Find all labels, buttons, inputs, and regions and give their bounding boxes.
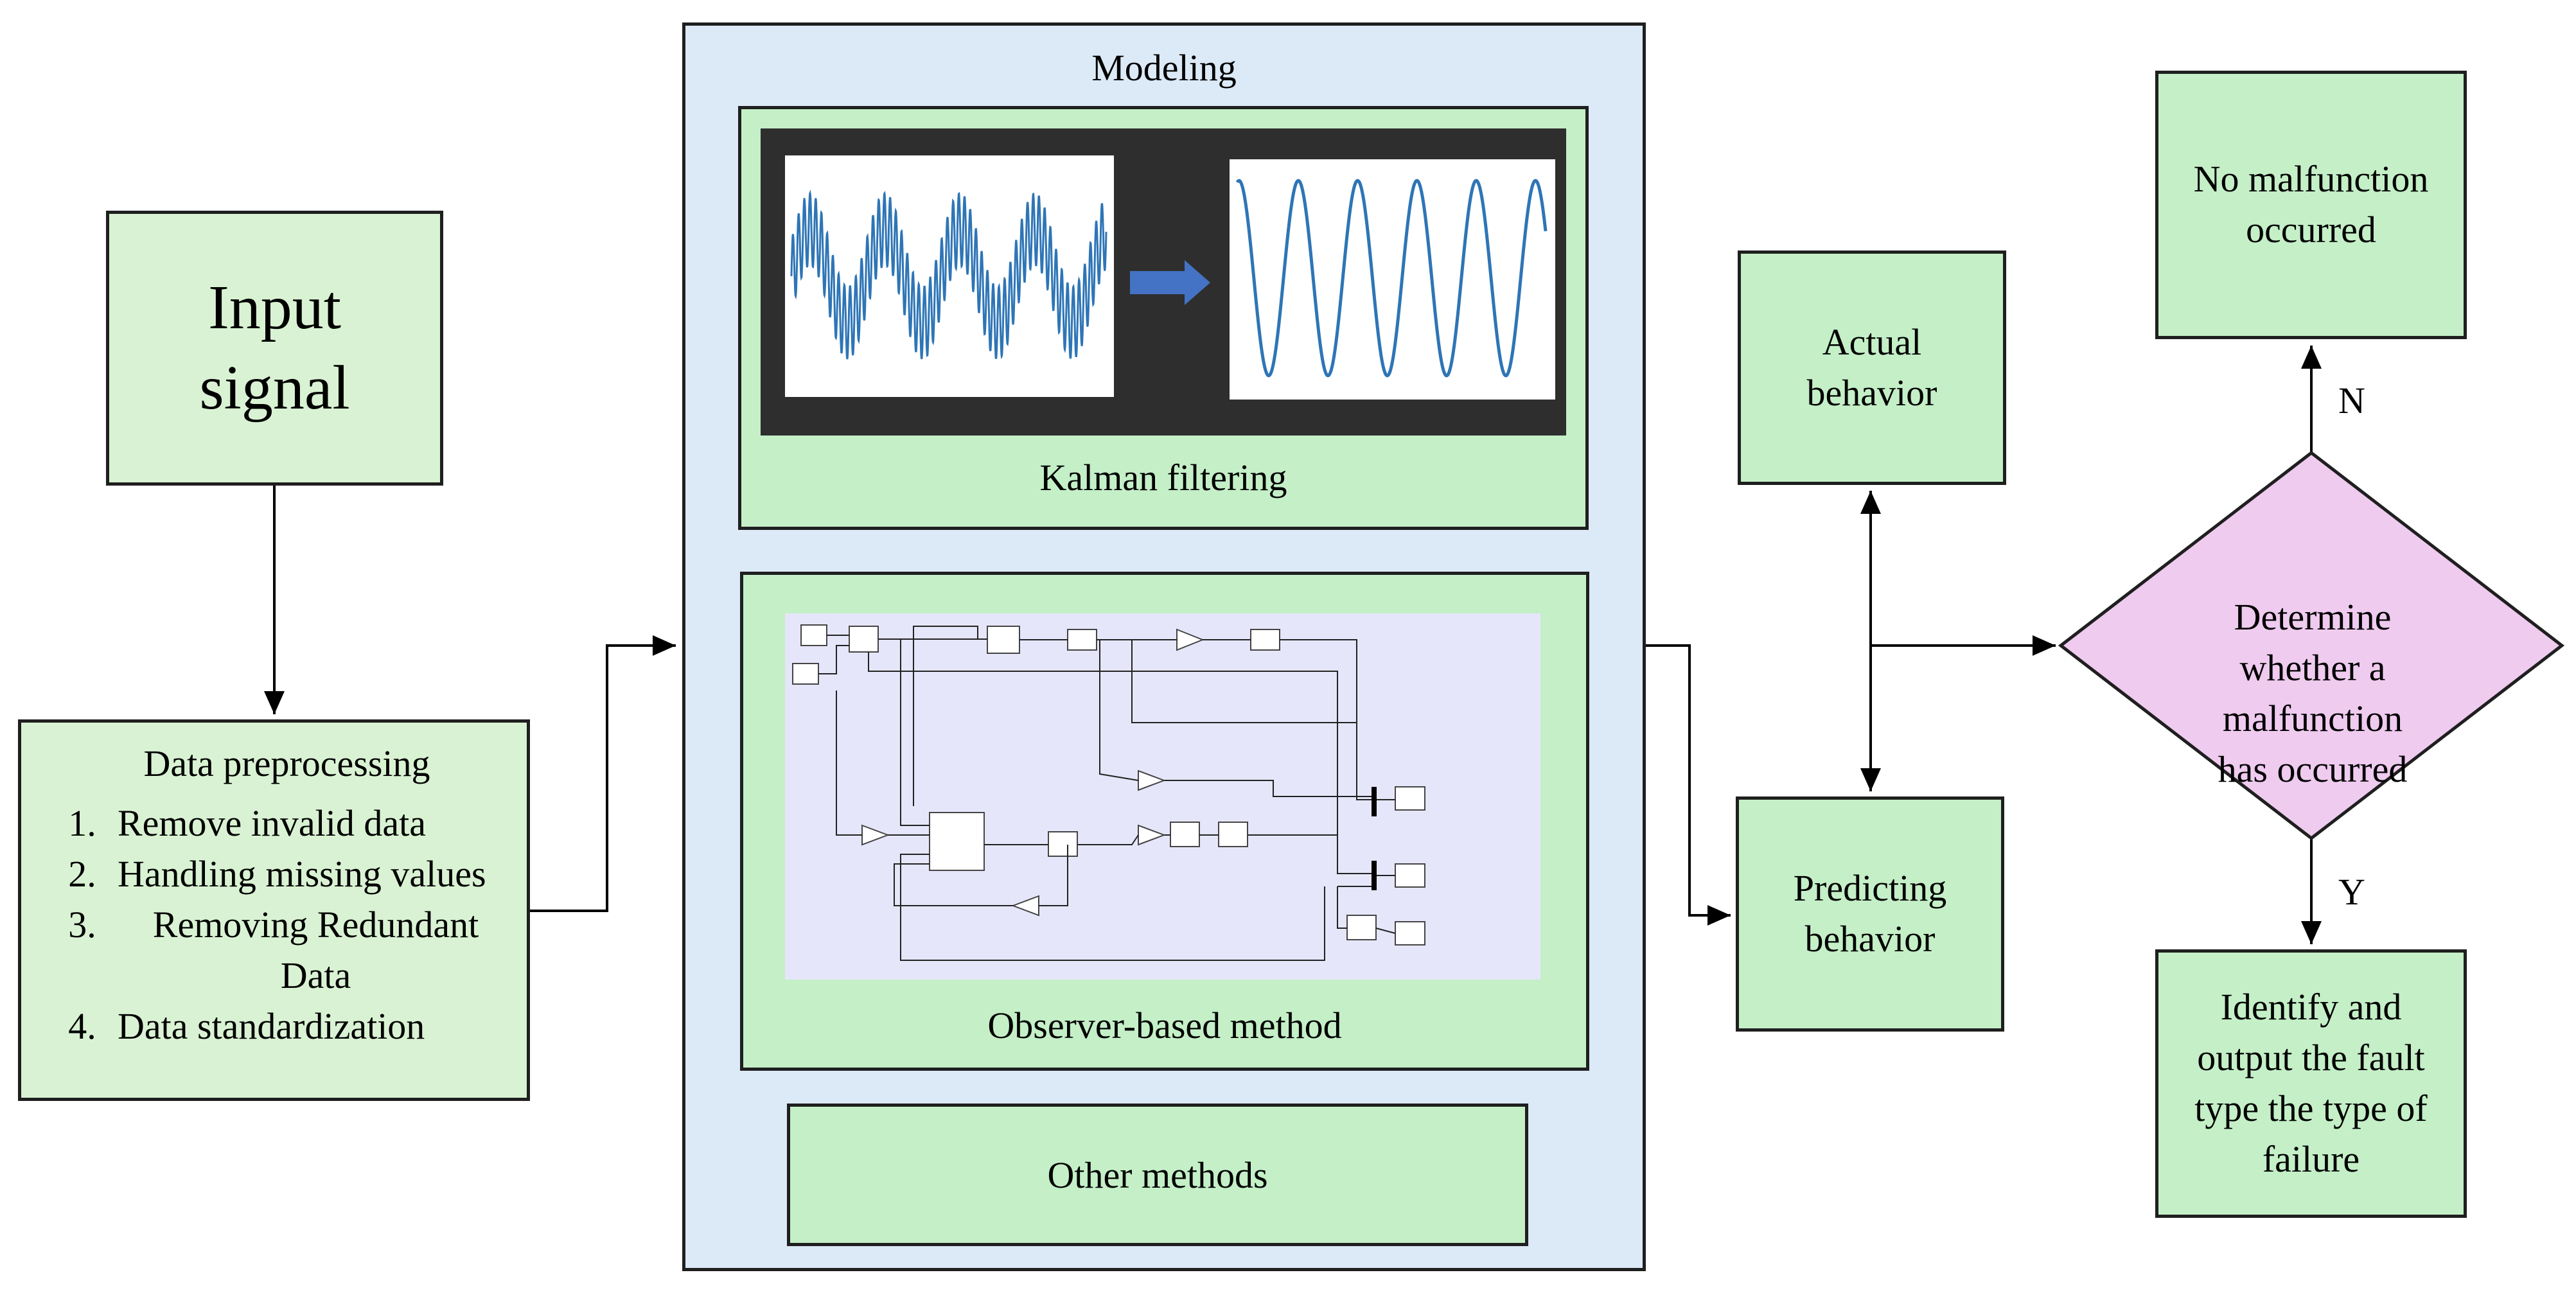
sum-block [849, 626, 879, 653]
data-preprocessing-title: Data preprocessing [143, 743, 430, 784]
no-malfunction-box: No malfunction occurred [2155, 71, 2467, 339]
decision-line4: has occurred [2218, 748, 2408, 790]
observer-block-diagram [785, 613, 1540, 980]
sum-block [929, 812, 985, 871]
gain-block [1011, 895, 1039, 917]
integrator-block [1218, 822, 1248, 847]
data-preprocessing-box: Data preprocessing 1.Remove invalid data… [18, 719, 530, 1101]
observer-method-label: Observer-based method [987, 1005, 1342, 1046]
modeling-title: Modeling [1091, 47, 1237, 89]
gain-block [1138, 824, 1166, 846]
identify-fault-line1: Identify and [2220, 986, 2402, 1028]
predicting-behavior-box: Predicting behavior [1736, 796, 2004, 1032]
filtered-signal-line [1235, 179, 1548, 378]
identify-fault-line3: type the type of [2194, 1087, 2428, 1129]
identify-fault-line4: failure [2262, 1138, 2360, 1180]
filter-arrow-icon [1130, 260, 1210, 305]
gain-block [1138, 770, 1166, 791]
identify-fault-box: Identify and output the fault type the t… [2155, 949, 2467, 1218]
modeling-container: Modeling Kalman filtering [682, 22, 1646, 1271]
other-methods-box: Other methods [787, 1104, 1528, 1246]
no-malfunction-line1: No malfunction [2193, 158, 2429, 200]
gain-block [1176, 628, 1204, 651]
mux-block [1372, 861, 1377, 890]
actual-behavior-box: Actual behavior [1738, 251, 2006, 485]
integrator-block [1067, 629, 1097, 651]
arrow-preprocessing-to-modeling [530, 635, 676, 912]
observer-method-panel: Observer-based method [740, 572, 1589, 1071]
yes-edge-label: Y [2338, 871, 2365, 913]
actual-behavior-line2: behavior [1806, 371, 1937, 414]
observer-block-diagram-svg [792, 624, 1425, 961]
noisy-signal-line [790, 189, 1107, 360]
decision-label: Determine whether a malfunction has occu… [2146, 533, 2480, 854]
arrow-modeling-to-predicting [1646, 644, 1731, 926]
filter-arrow-svg [1130, 260, 1210, 305]
noise-source-block [792, 663, 819, 685]
input-signal-line1: Input [208, 272, 341, 342]
preprocessing-list: 1.Remove invalid data 2.Handling missing… [47, 798, 514, 1051]
input-signal-box: Input signal [106, 211, 443, 486]
decision-line3: malfunction [2222, 698, 2403, 739]
no-malfunction-line2: occurred [2246, 209, 2376, 251]
no-edge-label: N [2338, 380, 2365, 421]
noisy-signal-plot [785, 155, 1114, 397]
integrator-block [1048, 831, 1078, 857]
gain-block [861, 824, 890, 846]
mux-block [1372, 787, 1377, 816]
actual-behavior-line1: Actual [1822, 321, 1922, 363]
sum-block [1346, 915, 1377, 940]
sum-block [1170, 822, 1200, 847]
sum-block [987, 626, 1020, 654]
kalman-filter-illustration [761, 128, 1566, 435]
identify-fault-line2: output the fault [2197, 1037, 2425, 1079]
filtered-signal-svg [1235, 179, 1548, 378]
filtered-signal-plot [1230, 159, 1555, 400]
predicting-behavior-line1: Predicting [1793, 867, 1947, 910]
scope-block [1395, 921, 1425, 946]
other-methods-label: Other methods [1047, 1154, 1268, 1196]
list-item: 4.Data standardization [68, 1005, 425, 1047]
kalman-filtering-panel: Kalman filtering [738, 106, 1589, 530]
decision-line1: Determine [2234, 596, 2392, 638]
decision-diamond [2058, 450, 2565, 841]
input-signal-line2: signal [199, 353, 350, 423]
list-item: 1.Remove invalid data [68, 802, 426, 844]
kalman-filtering-label: Kalman filtering [1039, 457, 1287, 498]
sine-source-block [800, 624, 827, 646]
list-item: 2.Handling missing values [68, 853, 486, 895]
predicting-behavior-line2: behavior [1804, 918, 1936, 960]
scope-block [1395, 786, 1425, 811]
integrator-block [1250, 629, 1280, 651]
scope-block [1395, 863, 1425, 888]
noisy-signal-svg [790, 189, 1107, 360]
decision-line2: whether a [2239, 647, 2386, 689]
list-item: 3.Removing Redundant Data [68, 904, 479, 996]
